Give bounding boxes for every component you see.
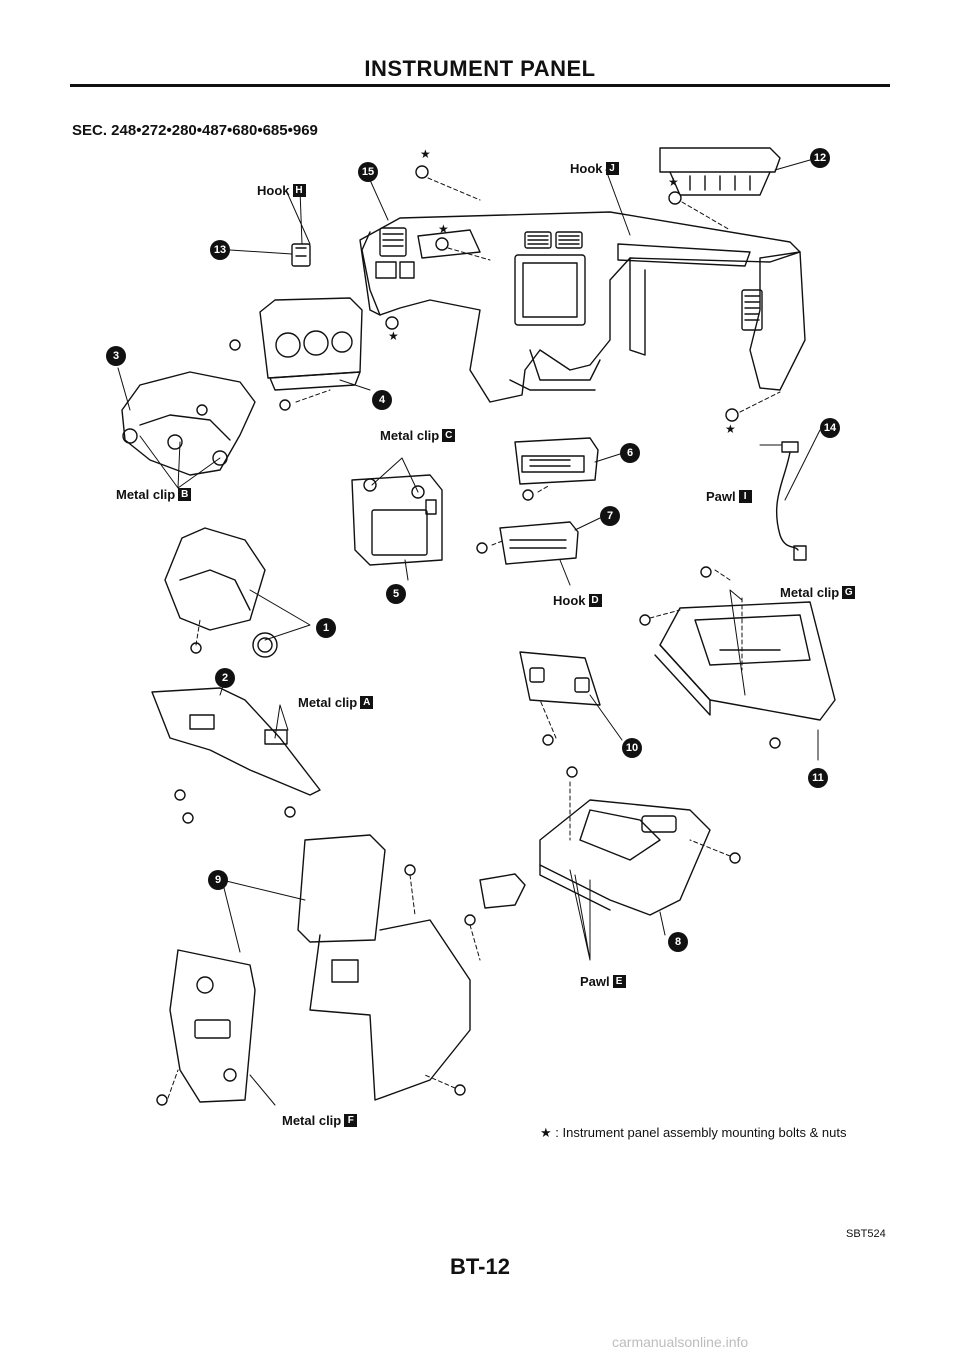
glove-box: [654, 601, 836, 721]
steering-column-cover: [164, 527, 278, 658]
screw: [454, 1084, 466, 1096]
screw: [769, 737, 781, 749]
cluster-lid-c: [351, 474, 443, 566]
bolt: [668, 191, 682, 205]
switch-13: [291, 243, 311, 267]
part-number-10: 10: [622, 738, 642, 758]
console-box: [297, 834, 471, 1101]
part-number-12: 12: [810, 148, 830, 168]
page-title: INSTRUMENT PANEL: [364, 56, 596, 81]
bolt: [435, 237, 449, 251]
bolt: [725, 408, 739, 422]
star-marker: ★: [725, 422, 736, 436]
exploded-diagram: ★ ★ ★ ★ ★: [70, 140, 890, 1160]
center-console: [539, 799, 711, 916]
legend-star-icon: ★: [540, 1125, 552, 1140]
screw: [639, 614, 651, 626]
legend-text: : Instrument panel assembly mounting bol…: [555, 1125, 847, 1140]
page-number: BT-12: [450, 1254, 510, 1279]
screw: [542, 734, 554, 746]
part-number-3: 3: [106, 346, 126, 366]
watermark: carmanualsonline.info: [612, 1334, 749, 1350]
figure-code: SBT524: [846, 1228, 886, 1240]
screw: [279, 399, 291, 411]
title-rule: [70, 84, 890, 87]
screw: [476, 542, 488, 554]
instrument-panel-assembly: [359, 211, 806, 403]
screw: [729, 852, 741, 864]
cluster-lid: [121, 371, 256, 476]
star-marker: ★: [420, 147, 431, 161]
part-number-14: 14: [820, 418, 840, 438]
harness-14: [776, 441, 807, 561]
legend: ★ : Instrument panel assembly mounting b…: [540, 1125, 847, 1141]
screw: [464, 914, 476, 926]
section-code: SEC. 248•272•280•487•680•685•969: [72, 122, 318, 139]
part-number-8: 8: [668, 932, 688, 952]
instrument-lower-panel: [151, 687, 321, 796]
screw: [174, 789, 186, 801]
part-number-9: 9: [208, 870, 228, 890]
part-number-4: 4: [372, 390, 392, 410]
screw: [196, 404, 208, 416]
audio-unit: [514, 437, 599, 485]
part-number-1: 1: [316, 618, 336, 638]
screw: [284, 806, 296, 818]
bolt: [385, 316, 399, 330]
part-number-6: 6: [620, 443, 640, 463]
part-number-5: 5: [386, 584, 406, 604]
star-marker: ★: [388, 329, 399, 343]
part-number-2: 2: [215, 668, 235, 688]
screw: [404, 864, 416, 876]
part-number-7: 7: [600, 506, 620, 526]
screw: [700, 566, 712, 578]
air-bag-module: [659, 147, 781, 196]
star-marker: ★: [438, 222, 449, 236]
part-number-11: 11: [808, 768, 828, 788]
part-number-13: 13: [210, 240, 230, 260]
screw: [522, 489, 534, 501]
instrument-lower-cover: [519, 651, 601, 706]
screw: [156, 1094, 168, 1106]
ac-control-unit: [499, 521, 579, 565]
console-switch: [479, 873, 526, 909]
combination-meter: [259, 297, 363, 391]
part-number-15: 15: [358, 162, 378, 182]
screw: [182, 812, 194, 824]
rear-console-finisher: [169, 949, 256, 1103]
screw: [229, 339, 241, 351]
screw: [566, 766, 578, 778]
bolt: [415, 165, 429, 179]
star-marker: ★: [668, 175, 679, 189]
